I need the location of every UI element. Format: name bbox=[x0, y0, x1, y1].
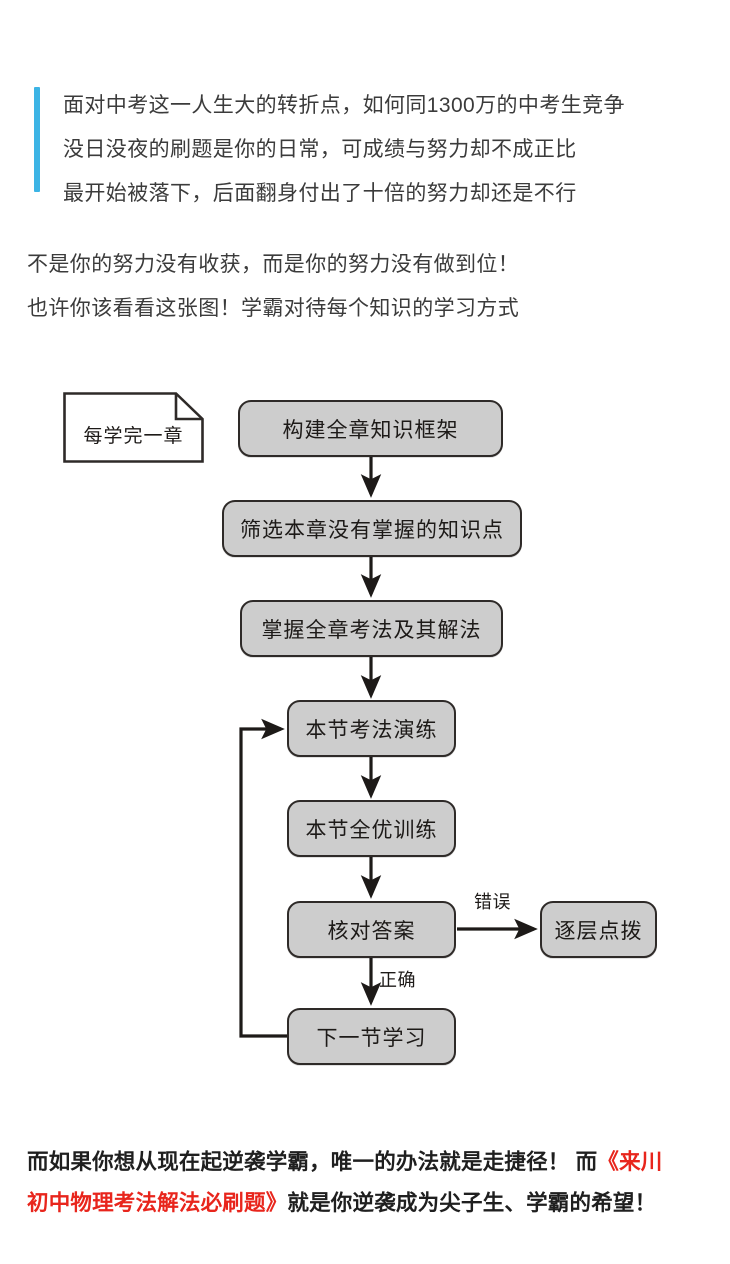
flow-node-next-section[interactable]: 下一节学习 bbox=[287, 1008, 456, 1065]
flow-node-master-methods[interactable]: 掌握全章考法及其解法 bbox=[240, 600, 503, 657]
intro-quote-lines: 面对中考这一人生大的转折点，如何同1300万的中考生竞争 没日没夜的刷题是你的日… bbox=[63, 84, 693, 216]
flow-node-build-framework[interactable]: 构建全章知识框架 bbox=[238, 400, 503, 457]
cta-line-1: 而如果你想从现在起逆袭学霸，唯一的办法就是走捷径！ 而《来川 bbox=[27, 1142, 717, 1183]
flow-node-label: 掌握全章考法及其解法 bbox=[261, 618, 482, 642]
flow-node-label: 逐层点拨 bbox=[554, 919, 643, 943]
intro-quote-line-2: 没日没夜的刷题是你的日常，可成绩与努力却不成正比 bbox=[63, 138, 577, 161]
note-label: 每学完一章 bbox=[83, 426, 184, 447]
flow-node-filter-unmastered[interactable]: 筛选本章没有掌握的知识点 bbox=[222, 500, 522, 557]
flow-node-check-answers[interactable]: 核对答案 bbox=[287, 901, 456, 958]
flow-node-label: 本节全优训练 bbox=[305, 818, 438, 842]
cta-line-2: 初中物理考法解法必刷题》就是你逆袭成为尖子生、学霸的希望！ bbox=[27, 1183, 717, 1224]
flow-node-label: 筛选本章没有掌握的知识点 bbox=[240, 518, 504, 542]
cta-line-1-text: 而如果你想从现在起逆袭学霸，唯一的办法就是走捷径！ 而 bbox=[27, 1150, 598, 1174]
edge-label-correct: 正确 bbox=[379, 970, 416, 990]
flow-node-label: 核对答案 bbox=[327, 919, 416, 943]
note-chapter-trigger: 每学完一章 bbox=[63, 392, 204, 463]
flow-node-label: 下一节学习 bbox=[316, 1026, 427, 1050]
edge-label-wrong: 错误 bbox=[474, 892, 511, 912]
lead-in-block: 不是你的努力没有收获，而是你的努力没有做到位！ 也许你该看看这张图！学霸对待每个… bbox=[27, 243, 687, 331]
flow-node-section-drill[interactable]: 本节考法演练 bbox=[287, 700, 456, 757]
intro-quote-line-3: 最开始被落下，后面翻身付出了十倍的努力却还是不行 bbox=[63, 182, 577, 205]
lead-in-line-2: 也许你该看看这张图！学霸对待每个知识的学习方式 bbox=[27, 297, 520, 320]
cta-book-title-end: 初中物理考法解法必刷题》 bbox=[27, 1191, 288, 1215]
intro-quote-line-1: 面对中考这一人生大的转折点，如何同1300万的中考生竞争 bbox=[63, 94, 625, 117]
cta-block: 而如果你想从现在起逆袭学霸，唯一的办法就是走捷径！ 而《来川 初中物理考法解法必… bbox=[27, 1142, 717, 1224]
accent-bar bbox=[34, 87, 40, 192]
cta-line-2-text: 就是你逆袭成为尖子生、学霸的希望！ bbox=[287, 1191, 657, 1215]
flow-node-label: 构建全章知识框架 bbox=[282, 418, 459, 442]
flow-node-label: 本节考法演练 bbox=[305, 718, 438, 742]
flow-node-section-training[interactable]: 本节全优训练 bbox=[287, 800, 456, 857]
flow-node-layered-guidance[interactable]: 逐层点拨 bbox=[540, 901, 657, 958]
folded-corner-note-icon bbox=[63, 392, 204, 463]
cta-book-title-start: 《来川 bbox=[597, 1150, 663, 1174]
edge-loop-next-to-drill bbox=[239, 718, 287, 1038]
lead-in-line-1: 不是你的努力没有收获，而是你的努力没有做到位！ bbox=[27, 253, 520, 276]
